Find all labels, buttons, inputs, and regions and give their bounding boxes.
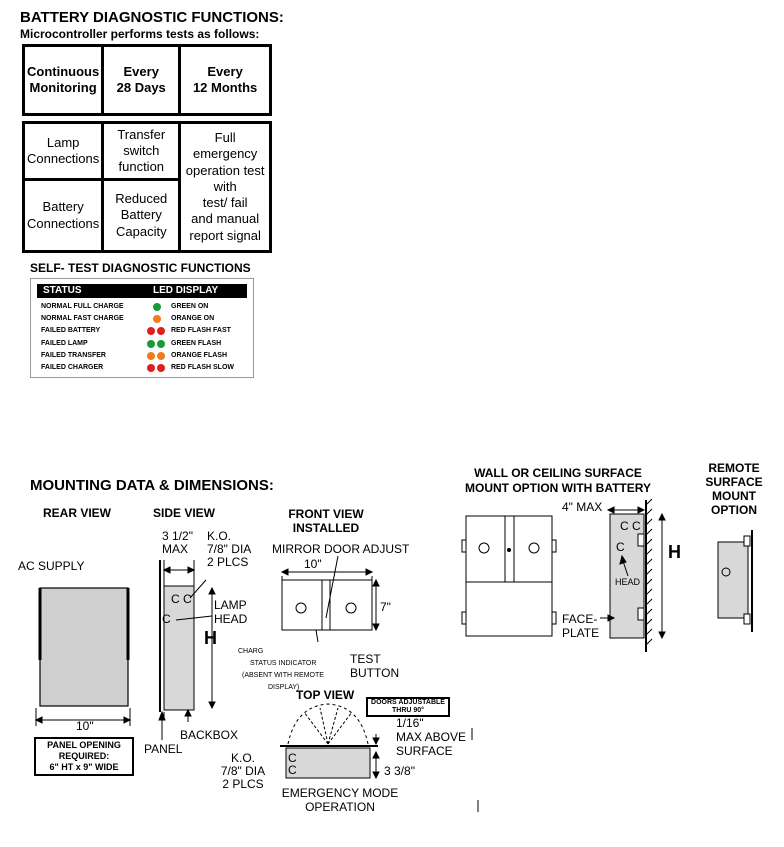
rear-view-drawing: [34, 587, 132, 726]
led-status-text: FAILED BATTERY: [41, 327, 101, 335]
led-display-text: RED FLASH FAST: [171, 327, 231, 335]
mounting-heading: MOUNTING DATA & DIMENSIONS:: [30, 477, 274, 494]
led-table-row: FAILED CHARGER RED FLASH SLOW: [31, 362, 253, 374]
faceplate-label: FACE-PLATE: [562, 612, 600, 640]
led-display-table: STATUS LED DISPLAY NORMAL FULL CHARGE GRE…: [30, 278, 254, 378]
led-indicator-icon: [157, 364, 165, 372]
side-view-label: SIDE VIEW: [153, 506, 216, 520]
led-table-row: FAILED LAMP GREEN FLASH: [31, 338, 253, 350]
top-view-label: TOP VIEW: [296, 688, 355, 702]
charge-indicator-label: CHARG STATUS INDICATOR (ABSENT WITH REMO…: [238, 648, 324, 691]
led-indicator-icon: [147, 339, 155, 348]
led-table-header: STATUS LED DISPLAY: [37, 284, 247, 298]
led-status-text: FAILED CHARGER: [41, 364, 104, 371]
led-indicator-icon: [147, 364, 155, 372]
side-c-label: C: [162, 612, 171, 626]
side-height-label: H: [204, 628, 217, 648]
led-table-row: FAILED TRANSFER ORANGE FLASH: [31, 350, 253, 362]
led-display-text: ORANGE ON: [171, 315, 215, 323]
head-label: HEAD: [615, 577, 641, 587]
led-display-text: GREEN FLASH: [171, 339, 222, 347]
wall-height-label: H: [668, 542, 681, 562]
led-indicator-icon: [153, 315, 161, 324]
rear-width-label: 10": [76, 719, 94, 733]
led-table-row: NORMAL FAST CHARGE ORANGE ON: [31, 313, 253, 325]
four-max-label: 4" MAX: [562, 500, 603, 514]
side-cc-label: C C: [171, 592, 192, 606]
led-indicator-icon: [157, 351, 165, 360]
led-display-text: ORANGE FLASH: [171, 351, 227, 359]
led-status-text: NORMAL FULL CHARGE: [41, 303, 124, 310]
wall-mount-drawing: [461, 498, 666, 652]
led-indicator-icon: [147, 351, 155, 360]
led-status-text: FAILED LAMP: [41, 339, 88, 347]
led-table-row: NORMAL FULL CHARGE GREEN ON: [31, 301, 253, 313]
front-view-drawing: [280, 555, 380, 643]
front-width-label: 10": [304, 557, 322, 571]
led-display-text: RED FLASH SLOW: [171, 364, 234, 371]
led-table-row: FAILED BATTERY RED FLASH FAST: [31, 325, 253, 337]
wall-cc-label: C C: [620, 519, 641, 533]
led-indicator-icon: [157, 339, 165, 348]
front-height-label: 7": [380, 600, 391, 614]
remote-mount-drawing: [717, 530, 753, 632]
led-status-text: FAILED TRANSFER: [41, 351, 106, 359]
panel-label: PANEL: [144, 742, 183, 756]
led-indicator-icon: [157, 327, 165, 336]
rear-view-label: REAR VIEW: [43, 506, 112, 520]
battery-subheading: Microcontroller performs tests as follow…: [20, 27, 260, 41]
self-test-title: SELF- TEST DIAGNOSTIC FUNCTIONS: [30, 261, 251, 275]
top-view-drawing: [280, 703, 479, 812]
backbox-label: BACKBOX: [180, 728, 239, 742]
top-depth-label: 3 3/8": [384, 764, 415, 778]
wall-c-label: C: [616, 540, 625, 554]
led-indicator-icon: [153, 303, 161, 311]
mirror-door-label: MIRROR DOOR ADJUST: [272, 542, 410, 556]
led-status-text: NORMAL FAST CHARGE: [41, 315, 124, 323]
header-status: STATUS: [43, 285, 82, 296]
header-led-display: LED DISPLAY: [153, 285, 219, 296]
led-indicator-icon: [147, 327, 155, 336]
battery-heading: BATTERY DIAGNOSTIC FUNCTIONS:: [20, 9, 284, 26]
ac-supply-label: AC SUPPLY: [18, 559, 85, 573]
led-display-text: GREEN ON: [171, 303, 209, 310]
side-view-drawing: [158, 560, 216, 740]
ko-depth-label: 3 1/2"MAX: [162, 529, 193, 556]
